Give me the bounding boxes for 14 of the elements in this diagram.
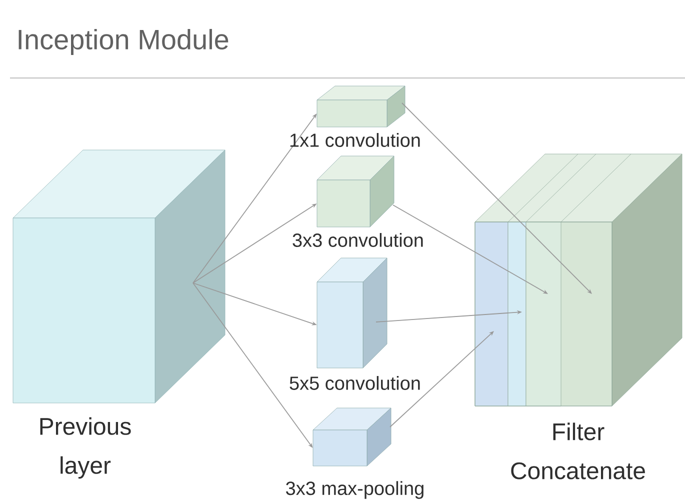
- arrow: [390, 331, 494, 428]
- layer-label: 1x1 convolution: [290, 133, 420, 147]
- block-cube-drawing: [312, 408, 392, 466]
- block-cube-drawing: [316, 156, 394, 228]
- layer-label: 3x3 convolution: [292, 233, 423, 247]
- block-cube-drawing: [316, 258, 388, 368]
- layer-cube-drawing: [12, 150, 226, 404]
- layer-cube-drawing: [474, 154, 682, 406]
- layer-label: 3x3 max-pooling: [286, 481, 424, 499]
- layer-label: 5x5 convolution: [290, 376, 420, 390]
- layer-label: Previous layer: [40, 417, 131, 479]
- title: Inception Module: [18, 28, 228, 56]
- layer-label: Filter Concatenate: [511, 422, 645, 480]
- block-cube-drawing: [316, 86, 406, 128]
